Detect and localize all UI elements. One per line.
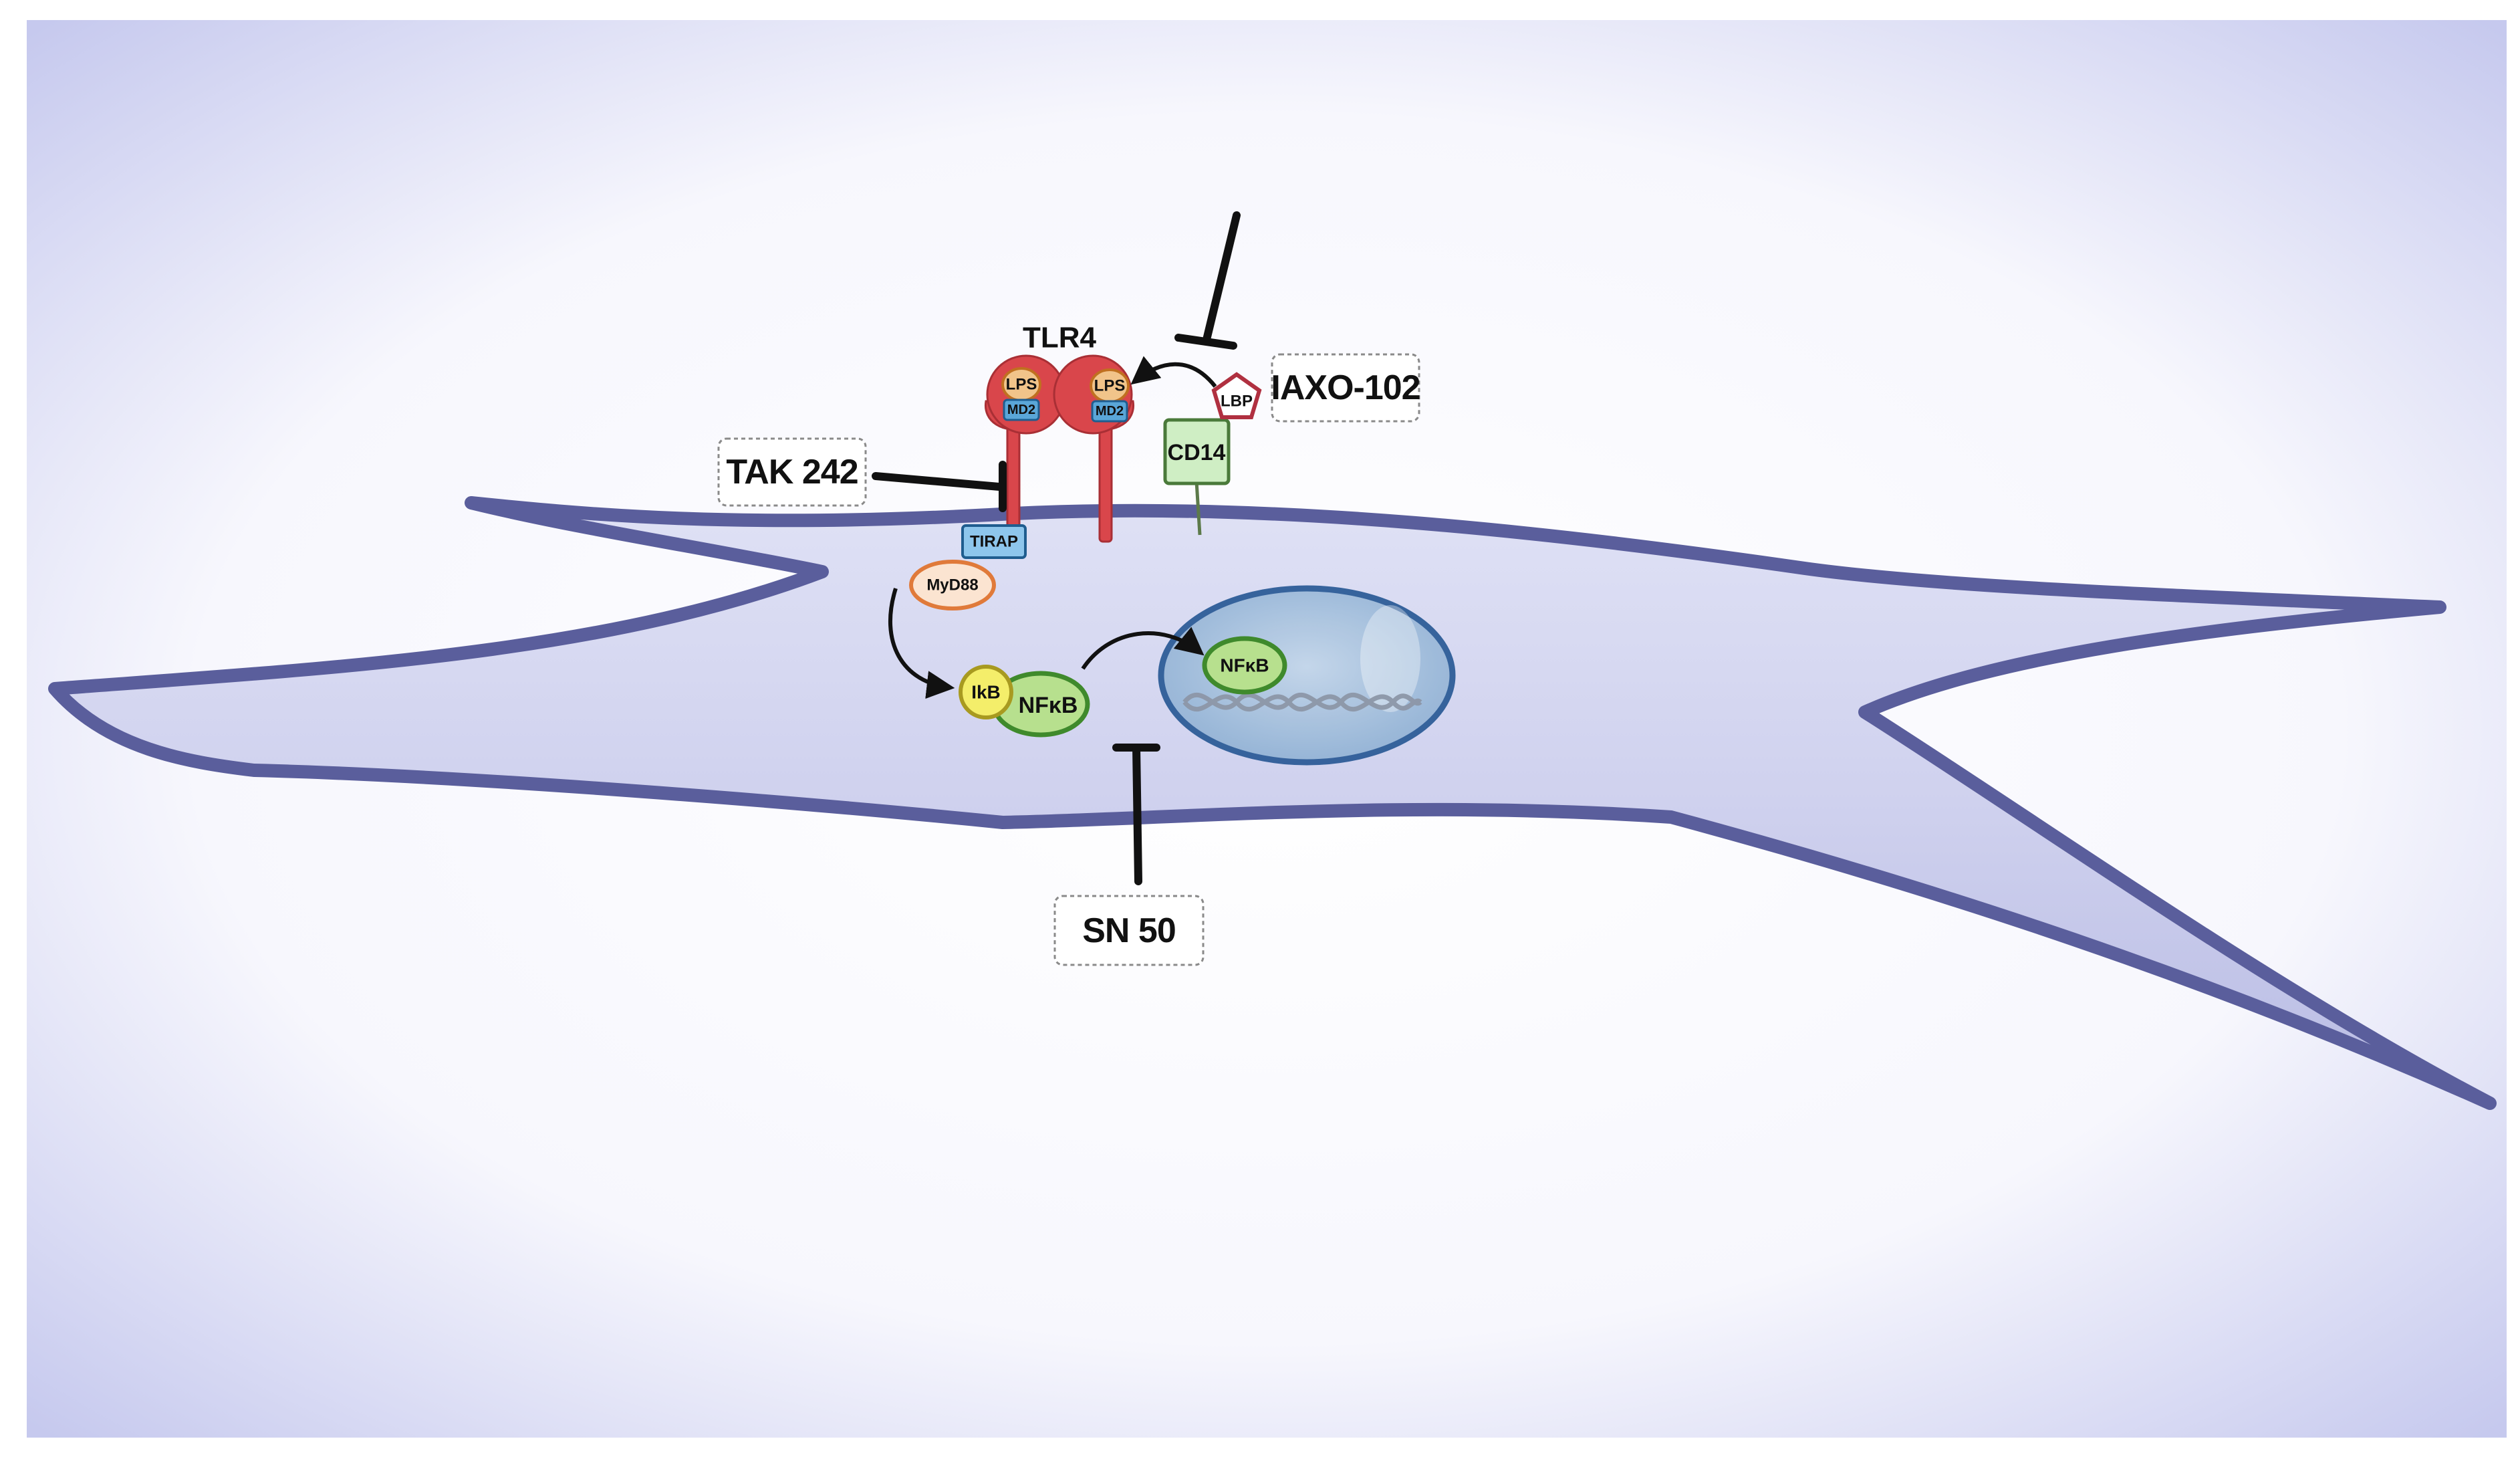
ikb-node xyxy=(959,665,1013,719)
ikb-label: IkB xyxy=(971,682,1001,703)
nfkb-translocation-arrow xyxy=(1081,627,1205,670)
myd88-label: MyD88 xyxy=(926,576,978,594)
nfkb-node-nucleus xyxy=(1202,636,1287,695)
nucleus xyxy=(1158,585,1456,766)
iaxo-box xyxy=(1271,353,1420,423)
lbp-pentagon xyxy=(1211,372,1262,419)
lps-label-right: LPS xyxy=(1094,377,1126,395)
tak-inhibitor-line xyxy=(872,472,1003,491)
myd88-node xyxy=(909,560,996,610)
iaxo-label: IAXO-102 xyxy=(1271,368,1420,407)
sn50-label: SN 50 xyxy=(1082,911,1176,950)
cell-body xyxy=(48,496,2497,1110)
tirap-label: TIRAP xyxy=(970,533,1018,551)
lps-label-left: LPS xyxy=(1006,376,1037,394)
cd14-stalk xyxy=(1194,481,1202,536)
sn50-box xyxy=(1053,895,1205,966)
cd14-box xyxy=(1163,418,1231,485)
lbp-label: LBP xyxy=(1221,393,1253,411)
tlr4-label: TLR4 xyxy=(1023,322,1097,354)
sn50-inhibitor-line xyxy=(1132,744,1142,885)
nfkb-label-nucleus: NFκB xyxy=(1220,655,1269,676)
lps-md2-complex-left: LPS MD2 xyxy=(1001,367,1041,421)
lps-md2-complex-right: LPS MD2 xyxy=(1090,368,1130,423)
dna-helix-icon xyxy=(1182,692,1422,712)
myd88-to-ikb-arrow xyxy=(888,588,955,699)
lbp-to-tlr4-arrow xyxy=(1130,356,1217,388)
md2-label-right: MD2 xyxy=(1096,404,1124,419)
tak-box xyxy=(717,437,867,507)
nfkb-label-cytoplasm: NFκB xyxy=(1019,693,1078,718)
cd14-label: CD14 xyxy=(1168,440,1226,465)
iaxo-inhibitor-bar xyxy=(1174,334,1237,350)
iaxo-inhibitor-line xyxy=(1203,211,1241,344)
tirap-box xyxy=(961,524,1027,559)
md2-label-left: MD2 xyxy=(1007,403,1035,417)
tak-label: TAK 242 xyxy=(726,453,858,491)
